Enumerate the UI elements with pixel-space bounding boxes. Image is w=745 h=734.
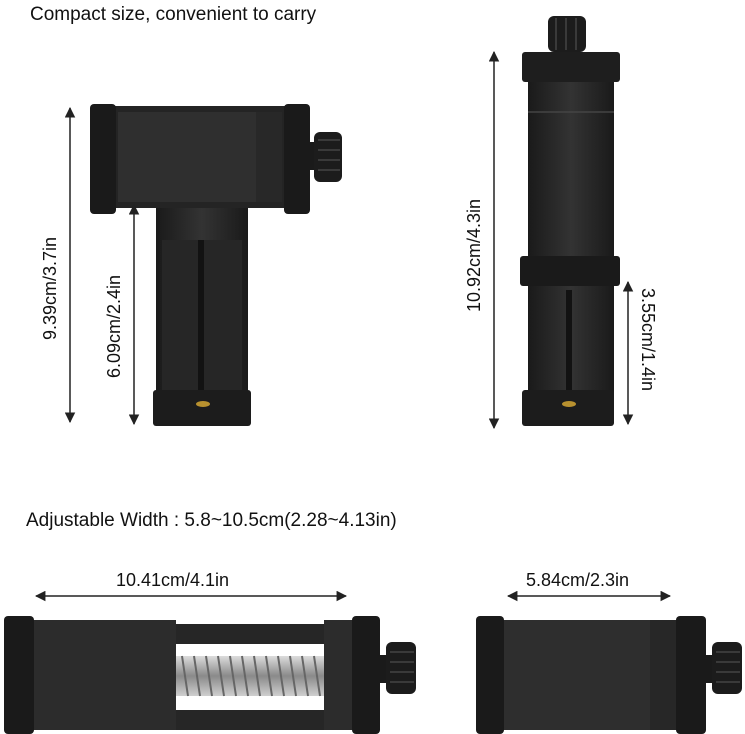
caption-compact: Compact size, convenient to carry [30, 4, 317, 25]
side-base-height-label: 3.55cm/1.4in [638, 288, 658, 392]
closed-knob [706, 642, 742, 694]
extended-holder [4, 616, 416, 734]
front-base-height-label: 6.09cm/2.4in [104, 274, 124, 378]
caption-adjustable-width: Adjustable Width : 5.8~10.5cm(2.28~4.13i… [26, 510, 397, 531]
closed-holder [476, 616, 742, 734]
extended-knob [380, 642, 416, 694]
extension-spring [176, 655, 324, 697]
closed-width-label: 5.84cm/2.3in [526, 570, 630, 590]
front-view-holder [90, 104, 342, 426]
front-knob [308, 132, 342, 182]
side-view-holder [520, 16, 620, 426]
front-base [153, 390, 251, 426]
extended-width-label: 10.41cm/4.1in [116, 570, 230, 590]
side-total-height-label: 10.92cm/4.3in [464, 198, 484, 312]
front-total-height-label: 9.39cm/3.7in [40, 236, 60, 340]
side-body [528, 82, 614, 257]
side-knob [548, 16, 586, 52]
side-base [522, 390, 614, 426]
